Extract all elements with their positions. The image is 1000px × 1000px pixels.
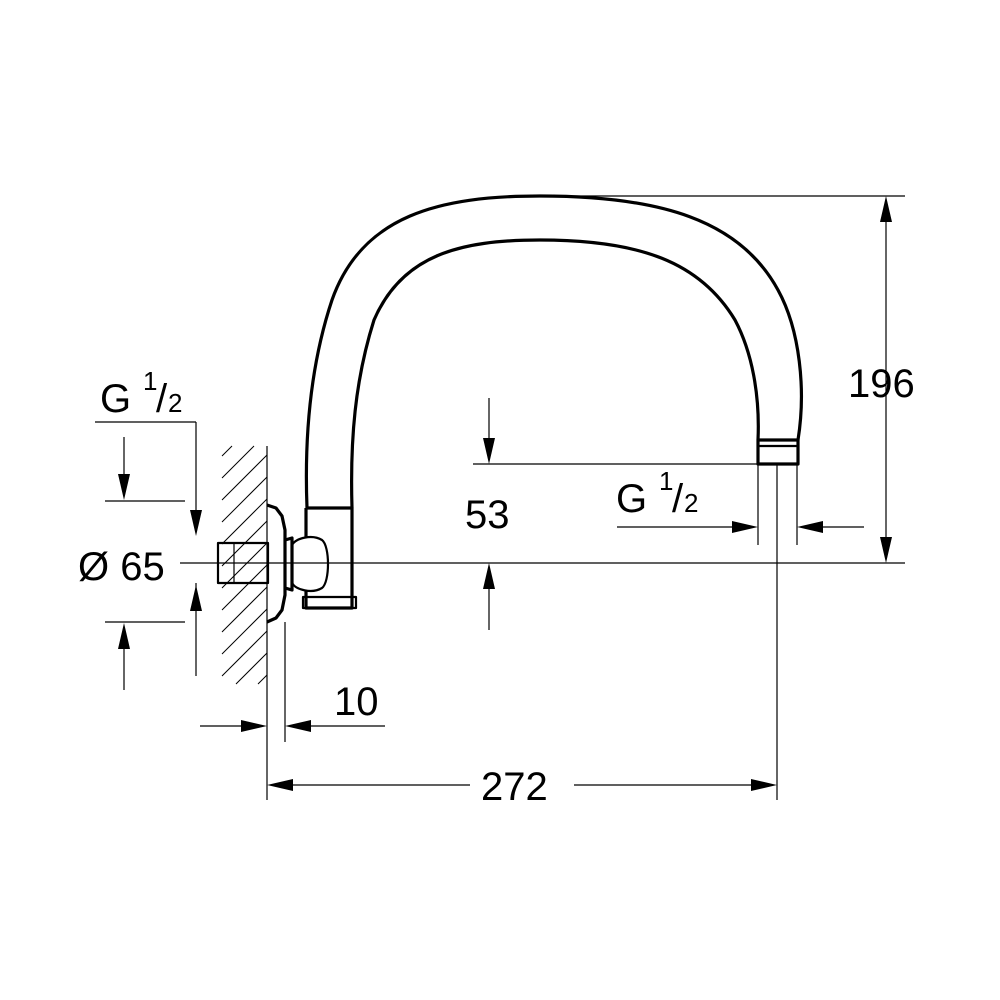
dim-flange-diameter: Ø 65 xyxy=(78,437,185,690)
wall-hatching xyxy=(221,445,268,685)
thread-left-numerator: 1 xyxy=(143,366,157,396)
dim-total-length: 272 xyxy=(266,464,778,809)
thread-left-denominator: 2 xyxy=(168,388,182,418)
curved-arm xyxy=(304,194,803,509)
flange-diameter-label: Ø 65 xyxy=(78,545,165,589)
dim-total-height: 196 xyxy=(540,195,915,563)
thread-left-main: G xyxy=(100,377,131,421)
thread-right-main: G xyxy=(616,477,647,521)
outlet-drop-label: 53 xyxy=(465,493,510,537)
total-height-label: 196 xyxy=(848,362,915,406)
total-length-label: 272 xyxy=(481,765,548,809)
thread-right-slash: / xyxy=(672,477,684,521)
elbow-connector xyxy=(290,506,358,610)
wall-offset-label: 10 xyxy=(334,680,379,724)
dim-outlet-drop: 53 xyxy=(465,398,758,630)
dim-thread-right: G 1 / 2 xyxy=(616,464,864,545)
dim-thread-left: G 1 / 2 xyxy=(95,366,202,676)
thread-right-denominator: 2 xyxy=(684,488,698,518)
wall xyxy=(221,445,268,685)
dim-wall-offset: 10 xyxy=(200,622,385,742)
outlet-nozzle xyxy=(756,438,800,466)
thread-right-numerator: 1 xyxy=(659,466,673,496)
thread-left-slash: / xyxy=(156,377,168,421)
